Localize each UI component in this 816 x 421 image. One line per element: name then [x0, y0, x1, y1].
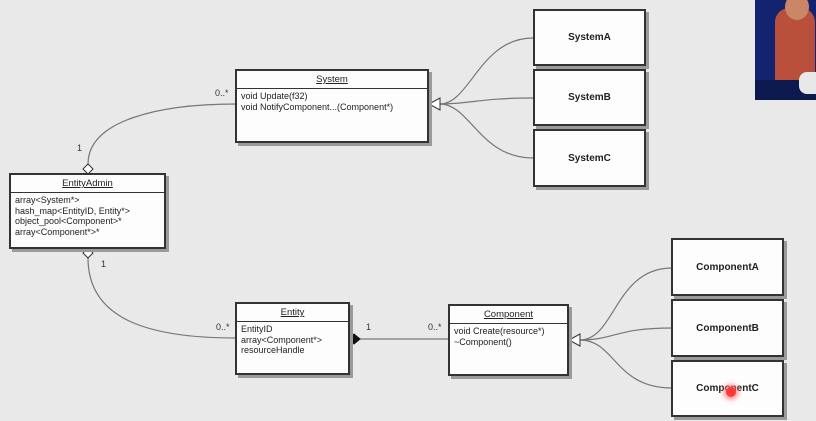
entity-component-composition-diamond	[348, 333, 361, 345]
admin-entity-association	[87, 257, 237, 339]
admin-entity-aggregation-diamond	[82, 247, 94, 259]
generalization-line-systemc	[439, 103, 534, 159]
member: ~Component()	[454, 336, 512, 347]
class-entityadmin: EntityAdmin array<System*> hash_map<Enti…	[9, 173, 166, 249]
class-systema: SystemA	[533, 9, 646, 66]
laser-pointer-icon	[726, 387, 736, 397]
member: EntityID	[241, 324, 273, 334]
class-componenta: ComponentA	[671, 238, 784, 296]
podium-logo-icon	[799, 72, 816, 94]
generalization-line-componentb	[579, 327, 673, 341]
class-systemb: SystemB	[533, 69, 646, 126]
generalization-line-componentc	[579, 339, 673, 389]
class-entityadmin-members: array<System*> hash_map<EntityID, Entity…	[11, 193, 164, 239]
member: hash_map<EntityID, Entity*>	[15, 205, 131, 216]
class-componenta-label: ComponentA	[696, 261, 759, 273]
generalization-line-componenta	[579, 267, 673, 341]
member: array<Component*>	[241, 334, 323, 345]
class-systema-label: SystemA	[568, 32, 611, 43]
member: void NotifyComponent...(Component*)	[241, 101, 394, 112]
admin-system-aggregation-diamond	[82, 163, 94, 175]
multiplicity-label: 1	[366, 322, 372, 332]
class-system: System void Update(f32) void NotifyCompo…	[235, 69, 429, 143]
class-system-members: void Update(f32) void NotifyComponent...…	[237, 89, 427, 114]
class-component: Component void Create(resource*) ~Compon…	[448, 304, 569, 376]
presenter-video-thumbnail	[755, 0, 816, 100]
class-systemb-label: SystemB	[568, 92, 611, 103]
class-systemc: SystemC	[533, 129, 646, 187]
generalization-line-systemb	[439, 97, 534, 105]
multiplicity-label: 1	[77, 143, 83, 153]
multiplicity-label: 0..*	[216, 322, 230, 332]
generalization-line-systema	[439, 37, 534, 105]
class-system-title: System	[237, 71, 427, 89]
class-componentb: ComponentB	[671, 299, 784, 357]
member: array<Component*>*	[15, 226, 100, 237]
class-entity: Entity EntityID array<Component*> resour…	[235, 302, 350, 375]
member: object_pool<Component>*	[15, 216, 122, 226]
system-generalization-arrow	[427, 97, 441, 111]
member: resourceHandle	[241, 345, 305, 355]
presenter-head	[785, 0, 809, 20]
class-component-title: Component	[450, 306, 567, 324]
component-generalization-arrow	[567, 333, 581, 347]
member: array<System*>	[15, 195, 80, 205]
class-systemc-label: SystemC	[568, 152, 611, 164]
member: void Update(f32)	[241, 91, 308, 101]
admin-system-association	[87, 103, 237, 165]
multiplicity-label: 0..*	[428, 322, 442, 332]
class-entity-title: Entity	[237, 304, 348, 322]
class-entityadmin-title: EntityAdmin	[11, 175, 164, 193]
member: void Create(resource*)	[454, 326, 545, 336]
class-component-members: void Create(resource*) ~Component()	[450, 324, 567, 349]
class-componentb-label: ComponentB	[696, 322, 759, 334]
multiplicity-label: 0..*	[215, 88, 229, 98]
class-entity-members: EntityID array<Component*> resourceHandl…	[237, 322, 348, 358]
multiplicity-label: 1	[101, 259, 107, 269]
